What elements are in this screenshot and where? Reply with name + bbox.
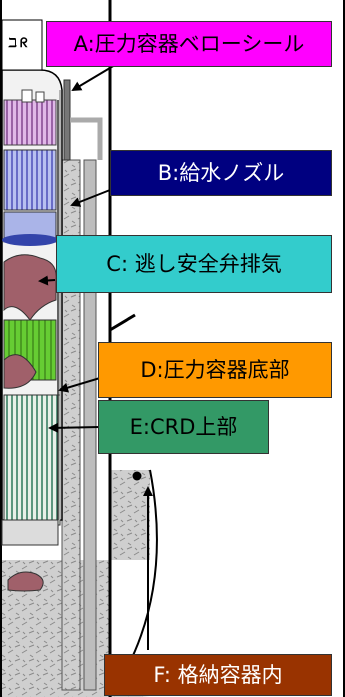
srv-pipe	[109, 313, 136, 332]
label-a-vessel-bellows-seal: A:圧力容器ベローシール	[46, 21, 332, 67]
marker-dot	[132, 471, 142, 481]
label-b-feedwater-nozzle: B:給水ノズル	[110, 150, 332, 196]
debris-floor	[7, 571, 44, 592]
reactor-pressure-vessel: ℶ ᖇ	[1, 19, 103, 546]
svg-text:ℶ: ℶ	[8, 36, 18, 51]
leader-arrows	[38, 61, 153, 650]
svg-text:ᖇ: ᖇ	[20, 36, 28, 51]
label-f-containment-interior: F: 格納容器内	[104, 654, 332, 696]
label-c-srv-exhaust: C: 逃し安全弁排気	[56, 235, 332, 293]
label-e-crd-upper: E:CRD上部	[98, 400, 269, 454]
label-d-vessel-bottom: D:圧力容器底部	[98, 342, 332, 398]
